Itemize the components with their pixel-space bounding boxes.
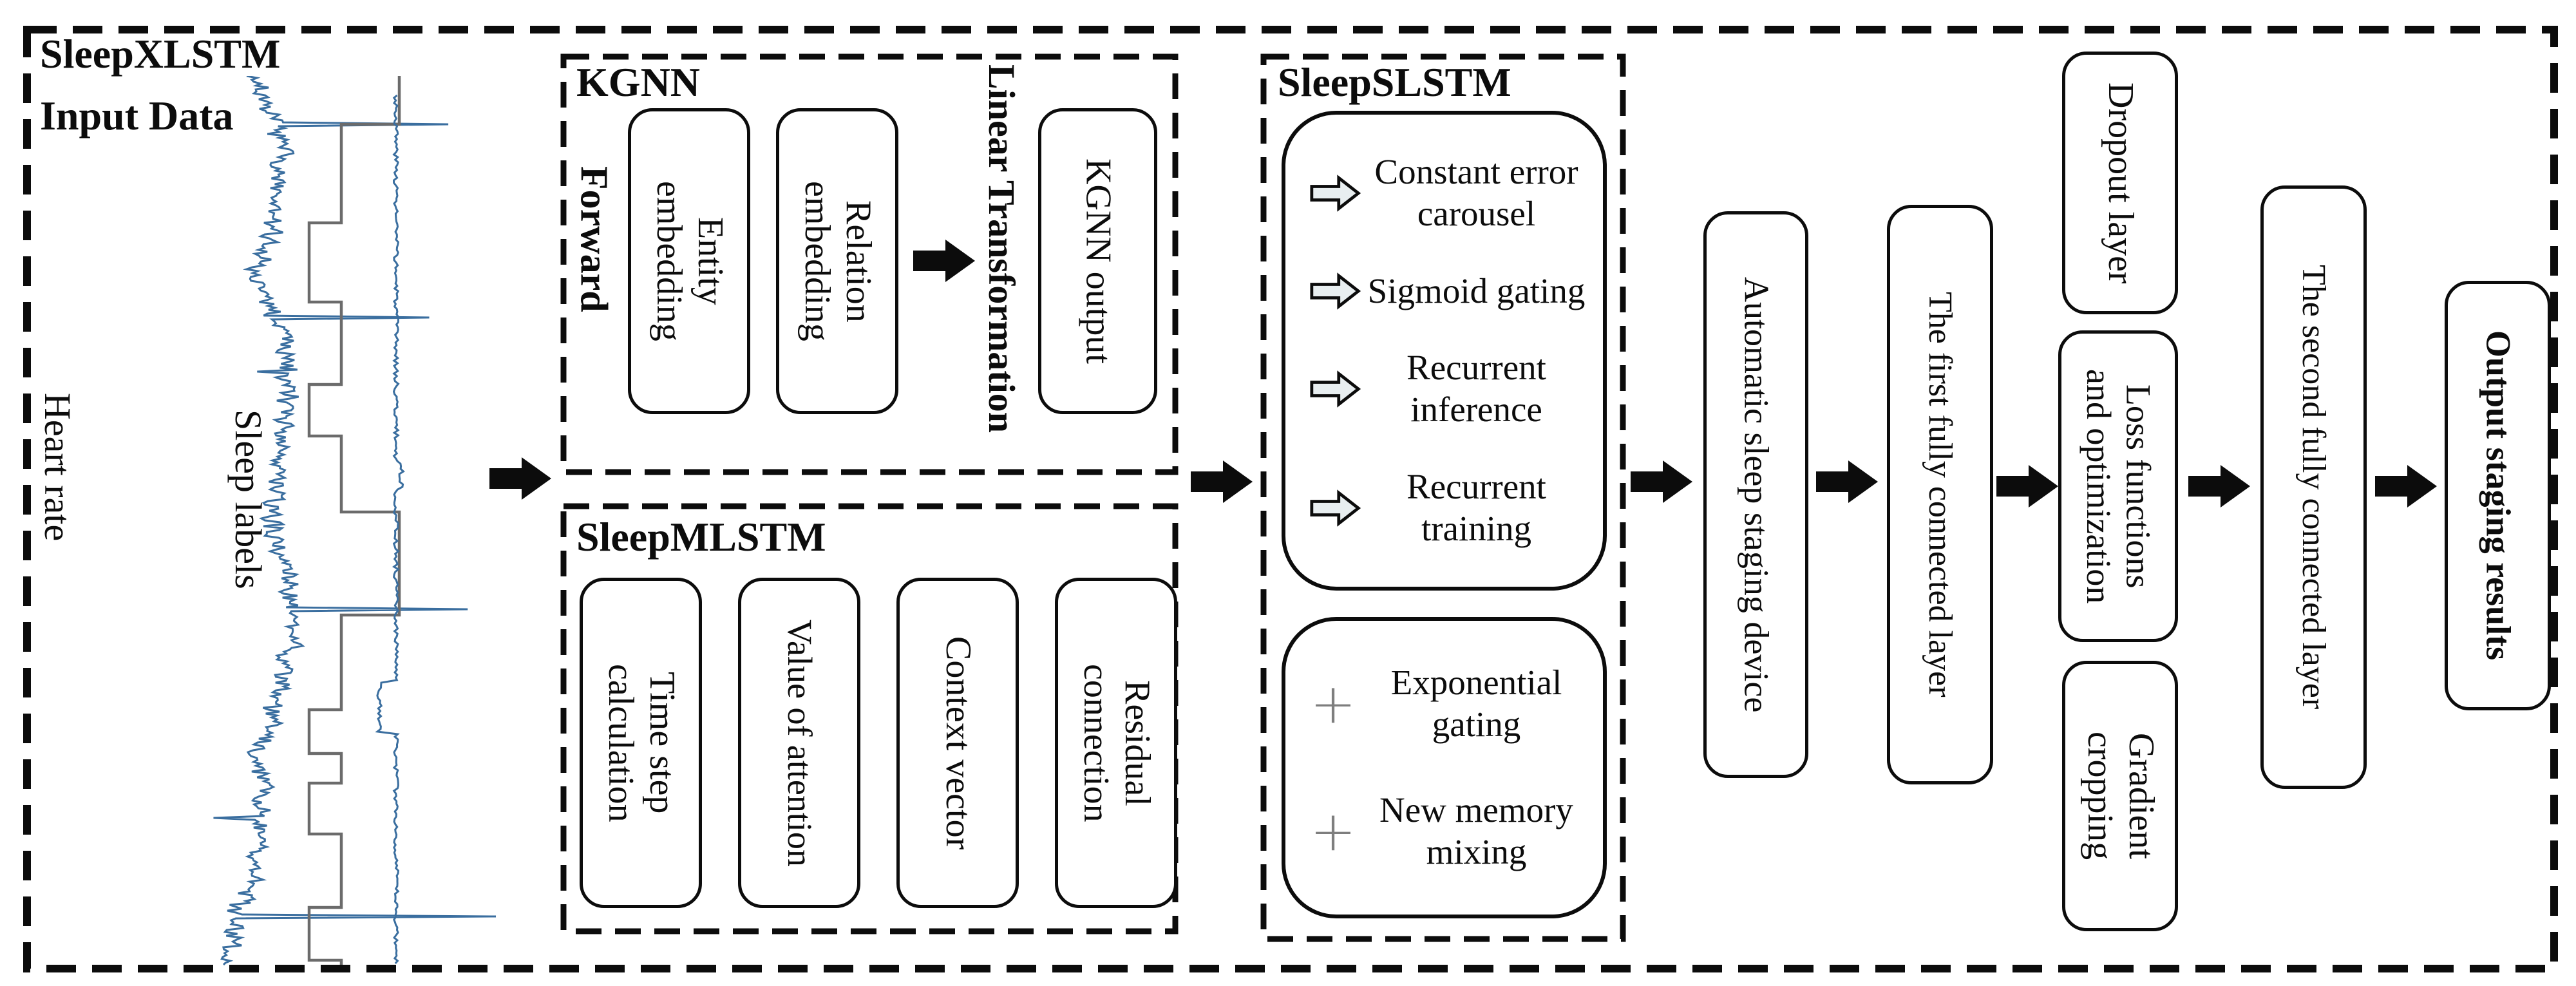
input-signals-plot xyxy=(213,76,497,966)
flow-arrow-icon xyxy=(489,457,551,500)
flow-arrow-icon xyxy=(913,240,975,282)
context-vector-box: Context vector xyxy=(896,578,1019,908)
dropout-layer-text: Dropout layer xyxy=(2100,82,2141,284)
gradient-cropping-box: Gradient cropping xyxy=(2062,661,2178,931)
dropout-layer-box: Dropout layer xyxy=(2062,52,2178,314)
fc1-text: The first fully connected layer xyxy=(1922,292,1959,697)
gate-item-row: Recurrent training xyxy=(1292,466,1596,550)
kgnn-forward-label: Forward xyxy=(573,166,616,312)
sleepmlstm-title: SleepMLSTM xyxy=(576,514,826,560)
staging-device-box: Automatic sleep staging device xyxy=(1703,211,1808,778)
arrow-bullet-icon xyxy=(1310,489,1361,527)
arrow-bullet-icon xyxy=(1310,272,1361,310)
context-vector-text: Context vector xyxy=(938,636,978,850)
arrow-bullet-icon xyxy=(1310,175,1361,212)
gradient-cropping-text: Gradient cropping xyxy=(2080,732,2161,860)
gate-item-row: Sigmoid gating xyxy=(1292,270,1596,312)
sleepslstm-dashed-border xyxy=(1260,53,1626,942)
sleep-labels-overlay-line xyxy=(375,94,405,965)
heart-rate-label: Heart rate xyxy=(37,393,79,542)
relation-embedding-text: Relation embedding xyxy=(797,181,878,341)
flow-arrow-icon xyxy=(1191,460,1253,503)
residual-connection-box: Residual connection xyxy=(1055,578,1177,908)
loss-functions-text: Loss functions and optimization xyxy=(2079,368,2158,604)
fc1-box: The first fully connected layer xyxy=(1887,205,1993,784)
gate-item-label: Constant error carousel xyxy=(1374,152,1578,234)
fc2-text: The second fully connected layer xyxy=(2295,265,2333,710)
output-results-box: Output staging results xyxy=(2445,281,2551,710)
sleepmlstm-dashed-border xyxy=(560,503,1179,934)
kgnn-dashed-border xyxy=(560,53,1179,475)
value-of-attention-text: Value of attention xyxy=(780,619,819,867)
sleepslstm-title: SleepSLSTM xyxy=(1278,59,1511,105)
flow-arrow-icon xyxy=(1631,460,1692,503)
sleep-labels-label: Sleep labels xyxy=(227,410,270,589)
slstm-gates-box: Constant error carousel Sigmoid gating R… xyxy=(1282,111,1607,591)
gate-item-label: Sigmoid gating xyxy=(1367,270,1586,310)
plus-item-label: New memory mixing xyxy=(1379,790,1573,871)
slstm-extensions-box: + Exponential gating + New memory mixing xyxy=(1282,617,1607,918)
outer-dashed-border xyxy=(23,26,2558,972)
fc2-box: The second fully connected layer xyxy=(2260,185,2367,789)
loss-functions-box: Loss functions and optimization xyxy=(2058,330,2178,642)
flow-arrow-icon xyxy=(1816,460,1878,503)
plus-item-row: + New memory mixing xyxy=(1292,790,1596,873)
value-of-attention-box: Value of attention xyxy=(738,578,860,908)
flow-arrow-icon xyxy=(2375,465,2437,507)
kgnn-output-text: KGNN output xyxy=(1078,158,1119,364)
linear-transformation-label: Linear Transformation xyxy=(981,64,1023,433)
gate-item-label: Recurrent inference xyxy=(1406,348,1546,430)
kgnn-output-box: KGNN output xyxy=(1038,108,1157,414)
gate-item-row: Constant error carousel xyxy=(1292,151,1596,235)
heart-rate-waveform xyxy=(213,76,497,966)
residual-connection-text: Residual connection xyxy=(1076,663,1157,822)
staging-device-text: Automatic sleep staging device xyxy=(1737,276,1776,713)
time-step-calculation-box: Time step calculation xyxy=(580,578,702,908)
output-results-text: Output staging results xyxy=(2479,330,2518,661)
relation-embedding-box: Relation embedding xyxy=(776,108,898,414)
diagram-title: SleepXLSTM xyxy=(40,31,281,77)
time-step-calculation-text: Time step calculation xyxy=(601,663,682,822)
gate-item-label: Recurrent training xyxy=(1406,466,1546,548)
entity-embedding-box: Entity embedding xyxy=(628,108,750,414)
flow-arrow-icon xyxy=(2188,465,2250,507)
entity-embedding-text: Entity embedding xyxy=(649,181,730,341)
plus-item-row: + Exponential gating xyxy=(1292,662,1596,746)
input-data-title: Input Data xyxy=(40,93,234,138)
kgnn-title: KGNN xyxy=(576,59,700,105)
plus-item-label: Exponential gating xyxy=(1390,663,1562,744)
gate-item-row: Recurrent inference xyxy=(1292,347,1596,431)
flow-arrow-icon xyxy=(1996,465,2058,507)
arrow-bullet-icon xyxy=(1310,370,1361,408)
sleep-labels-step-line xyxy=(307,76,401,965)
